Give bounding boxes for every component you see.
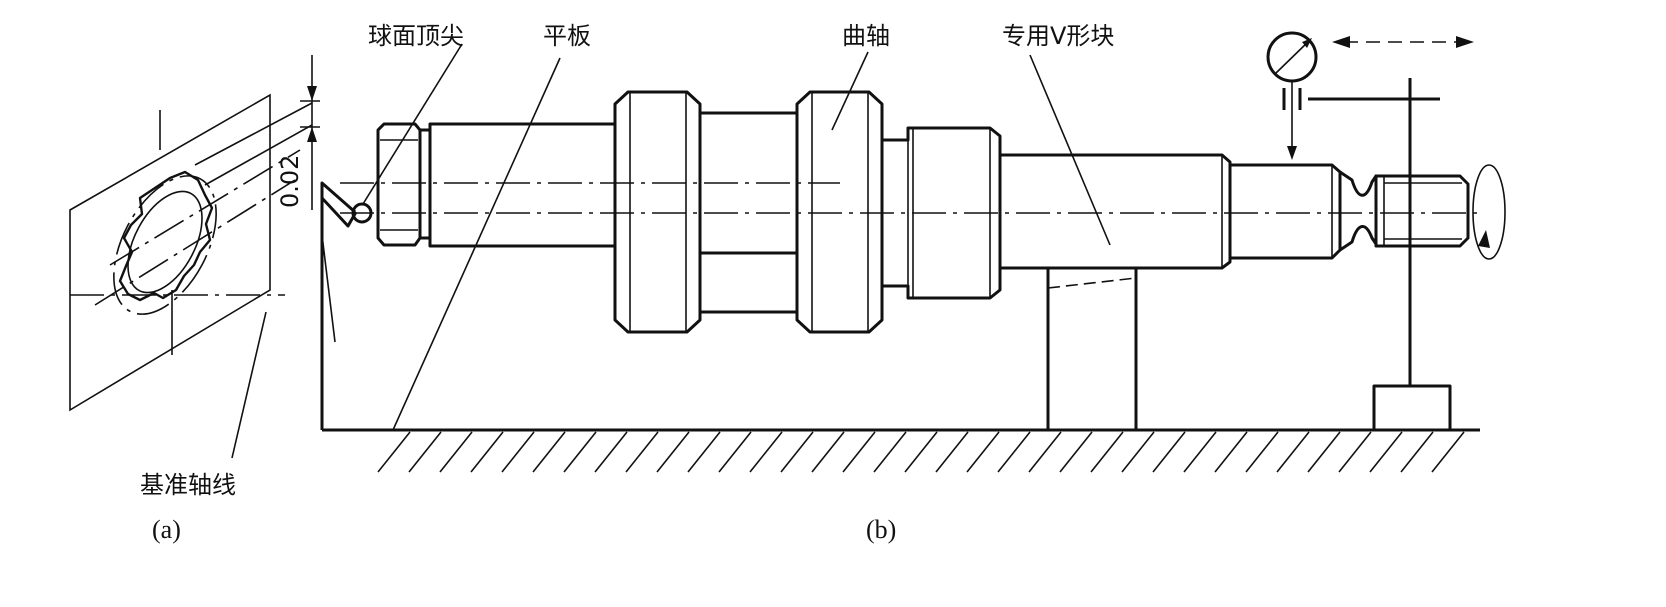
datum-axis-leader — [231, 311, 267, 459]
panel-a: 基准轴线 0.02 — [69, 55, 320, 499]
hatch-line — [563, 431, 597, 473]
travel-arrow-right-icon — [1456, 36, 1474, 48]
hatch-line — [687, 431, 721, 473]
datum-axis-line — [94, 179, 296, 306]
reference-plane — [69, 93, 271, 412]
hatch-line — [532, 431, 566, 473]
hatch-line — [1090, 431, 1124, 473]
hatch-line — [1307, 431, 1341, 473]
hatch-line — [780, 431, 814, 473]
left-upright — [320, 181, 356, 430]
rotation-ellipse — [1472, 164, 1506, 260]
hatch-line — [997, 431, 1031, 473]
datum-axis-line-upper — [109, 149, 301, 266]
dial-needle-tip — [1302, 38, 1312, 48]
hatch-line — [1276, 431, 1310, 473]
hatch-line — [408, 431, 442, 473]
hatch-line — [1431, 431, 1465, 473]
crankshaft — [376, 90, 1506, 334]
hatch-line — [1214, 431, 1248, 473]
support-leader — [321, 234, 336, 343]
hatch-line — [966, 431, 1000, 473]
hatch-line — [501, 431, 535, 473]
crankshaft-label: 曲轴 — [842, 22, 890, 50]
shaft-section-4 — [1228, 163, 1342, 260]
hatch-line — [1059, 431, 1093, 473]
hatch-line — [811, 431, 845, 473]
flat-plate-label: 平板 — [543, 22, 591, 50]
relief-groove — [1338, 170, 1378, 252]
dial-needle — [1275, 39, 1311, 74]
hatch-line — [1152, 431, 1186, 473]
hatch-line — [718, 431, 752, 473]
ball-centre-label: 球面顶尖 — [368, 22, 464, 50]
hatch-line — [377, 431, 411, 473]
dial-indicator-assembly — [1266, 31, 1474, 432]
tolerance-ellipse-inner — [127, 190, 203, 294]
hatch-line — [1369, 431, 1403, 473]
ball-centre-leader — [362, 43, 463, 205]
rotation-arrow-icon — [1478, 230, 1490, 248]
hatch-line — [1028, 431, 1062, 473]
tolerance-zone-line-top — [194, 102, 313, 166]
stand-base — [1372, 384, 1452, 432]
dimension-arrow-down — [307, 86, 317, 101]
centre-support — [320, 196, 358, 228]
probe-arrow-icon — [1287, 146, 1297, 160]
hatch-line — [1121, 431, 1155, 473]
hatch-line — [1245, 431, 1279, 473]
caption-b: (b) — [866, 515, 896, 544]
flat-plate-hatching — [377, 431, 1465, 473]
crank-web-2 — [795, 90, 884, 334]
flat-plate-leader — [392, 57, 561, 431]
panel-b: 球面顶尖 平板 曲轴 专用V形块 — [320, 22, 1506, 473]
hatch-line — [1400, 431, 1434, 473]
main-journal-1 — [428, 122, 617, 248]
tolerance-value-label: 0.02 — [276, 155, 304, 208]
threaded-end — [1374, 174, 1470, 248]
main-journal-3 — [998, 153, 1232, 270]
hatch-line — [594, 431, 628, 473]
v-block-label: 专用V形块 — [1002, 22, 1114, 50]
hatch-line — [439, 431, 473, 473]
hatch-line — [842, 431, 876, 473]
hatch-line — [1183, 431, 1217, 473]
crank-web-1 — [613, 90, 702, 334]
hatch-line — [873, 431, 907, 473]
v-block-hidden-line — [1047, 277, 1137, 289]
hatch-line — [904, 431, 938, 473]
v-block-leader — [1029, 54, 1111, 246]
hatch-line — [1338, 431, 1372, 473]
tolerance-ellipse-outer — [113, 175, 217, 315]
hatch-line — [749, 431, 783, 473]
travel-arrow-left-icon — [1332, 36, 1350, 48]
dimension-arrow-up — [307, 127, 317, 142]
hatch-line — [935, 431, 969, 473]
datum-axis-label: 基准轴线 — [140, 471, 236, 499]
crankshaft-leader — [831, 51, 869, 131]
hatch-line — [625, 431, 659, 473]
measured-profile — [118, 170, 214, 302]
hatch-line — [470, 431, 504, 473]
shaft-end-collar — [376, 122, 422, 247]
caption-a: (a) — [152, 515, 181, 544]
tolerance-zone-line-bottom — [204, 124, 313, 186]
hatch-line — [656, 431, 690, 473]
